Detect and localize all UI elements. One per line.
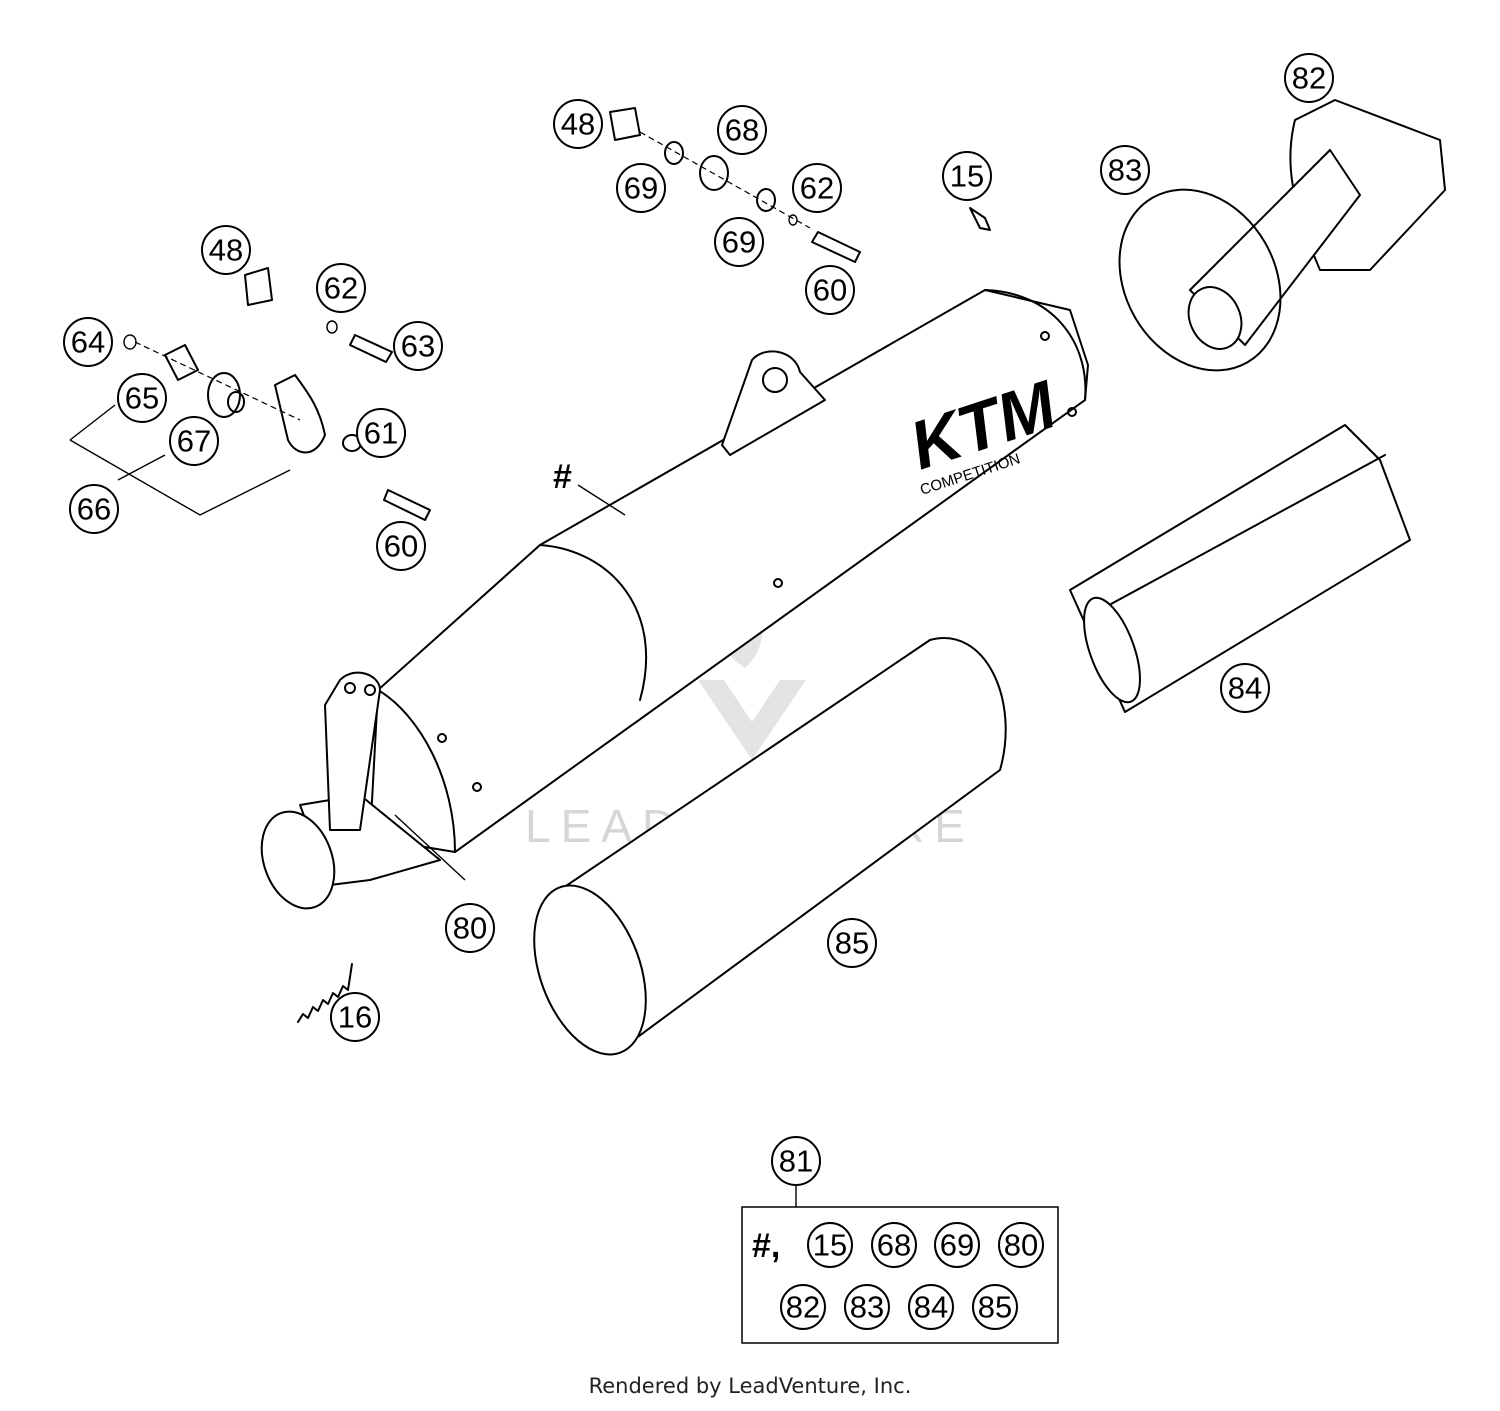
svg-text:82: 82	[1292, 61, 1326, 96]
callout-80[interactable]: 80	[445, 903, 495, 953]
svg-text:83: 83	[1108, 153, 1142, 188]
callout-62-top[interactable]: 62	[792, 163, 842, 213]
svg-text:84: 84	[914, 1290, 948, 1325]
svg-text:68: 68	[877, 1228, 911, 1263]
svg-text:65: 65	[125, 381, 159, 416]
callout-15[interactable]: 15	[942, 151, 992, 201]
svg-text:62: 62	[324, 271, 358, 306]
top-hardware[interactable]	[609, 107, 991, 263]
svg-text:83: 83	[850, 1290, 884, 1325]
kit-contents-box: #, 15 68 69 80 82 83 84 85	[741, 1185, 1059, 1344]
insulation-sleeve[interactable]	[513, 637, 1007, 1070]
kit-item-68[interactable]: 68	[871, 1222, 917, 1268]
kit-item-82[interactable]: 82	[780, 1284, 826, 1330]
left-hardware[interactable]	[69, 267, 431, 521]
callout-83[interactable]: 83	[1100, 145, 1150, 195]
end-cone[interactable]	[1179, 99, 1446, 358]
svg-text:85: 85	[978, 1290, 1012, 1325]
callout-84[interactable]: 84	[1220, 663, 1270, 713]
svg-text:69: 69	[722, 225, 756, 260]
callout-69-b[interactable]: 69	[714, 217, 764, 267]
svg-text:80: 80	[1004, 1228, 1038, 1263]
kit-item-15[interactable]: 15	[807, 1222, 853, 1268]
callout-66[interactable]: 66	[69, 484, 119, 534]
svg-text:60: 60	[384, 529, 418, 564]
callout-67[interactable]: 67	[169, 416, 219, 466]
callout-62-left[interactable]: 62	[316, 263, 366, 313]
kit-item-84[interactable]: 84	[908, 1284, 954, 1330]
svg-text:62: 62	[800, 171, 834, 206]
svg-text:69: 69	[940, 1228, 974, 1263]
spring[interactable]	[297, 963, 353, 1023]
callout-82[interactable]: 82	[1284, 53, 1334, 103]
callout-68[interactable]: 68	[717, 105, 767, 155]
svg-text:15: 15	[813, 1228, 847, 1263]
svg-text:60: 60	[813, 273, 847, 308]
svg-text:16: 16	[338, 1000, 372, 1035]
callout-60-left[interactable]: 60	[376, 521, 426, 571]
svg-text:84: 84	[1228, 671, 1262, 706]
kit-item-83[interactable]: 83	[844, 1284, 890, 1330]
callout-60-top[interactable]: 60	[805, 265, 855, 315]
callout-16[interactable]: 16	[330, 992, 380, 1042]
kit-item-69[interactable]: 69	[934, 1222, 980, 1268]
svg-text:81: 81	[779, 1144, 813, 1179]
svg-text:48: 48	[561, 107, 595, 142]
callout-65[interactable]: 65	[117, 373, 167, 423]
svg-text:69: 69	[624, 171, 658, 206]
svg-text:63: 63	[401, 329, 435, 364]
kit-item-85[interactable]: 85	[972, 1284, 1018, 1330]
svg-text:61: 61	[364, 416, 398, 451]
callout-64[interactable]: 64	[63, 317, 113, 367]
svg-text:#: #	[553, 458, 572, 496]
svg-text:68: 68	[725, 113, 759, 148]
kit-prefix: #,	[752, 1227, 780, 1265]
svg-text:15: 15	[950, 159, 984, 194]
callout-48-top[interactable]: 48	[553, 99, 603, 149]
svg-text:82: 82	[786, 1290, 820, 1325]
render-credit: Rendered by LeadVenture, Inc.	[588, 1374, 912, 1398]
callout-63[interactable]: 63	[393, 321, 443, 371]
callout-61[interactable]: 61	[356, 408, 406, 458]
callout-69-a[interactable]: 69	[616, 163, 666, 213]
callout-48-left[interactable]: 48	[201, 225, 251, 275]
muffler-body[interactable]: KTM COMPETITION #	[249, 289, 1089, 919]
svg-text:64: 64	[71, 325, 105, 360]
packing-roll[interactable]	[1069, 424, 1411, 713]
callout-85[interactable]: 85	[827, 918, 877, 968]
svg-text:48: 48	[209, 233, 243, 268]
kit-item-80[interactable]: 80	[998, 1222, 1044, 1268]
svg-text:66: 66	[77, 492, 111, 527]
callout-81[interactable]: 81	[771, 1136, 821, 1186]
svg-text:85: 85	[835, 926, 869, 961]
svg-text:67: 67	[177, 424, 211, 459]
o-ring[interactable]	[1088, 160, 1313, 400]
svg-text:80: 80	[453, 911, 487, 946]
